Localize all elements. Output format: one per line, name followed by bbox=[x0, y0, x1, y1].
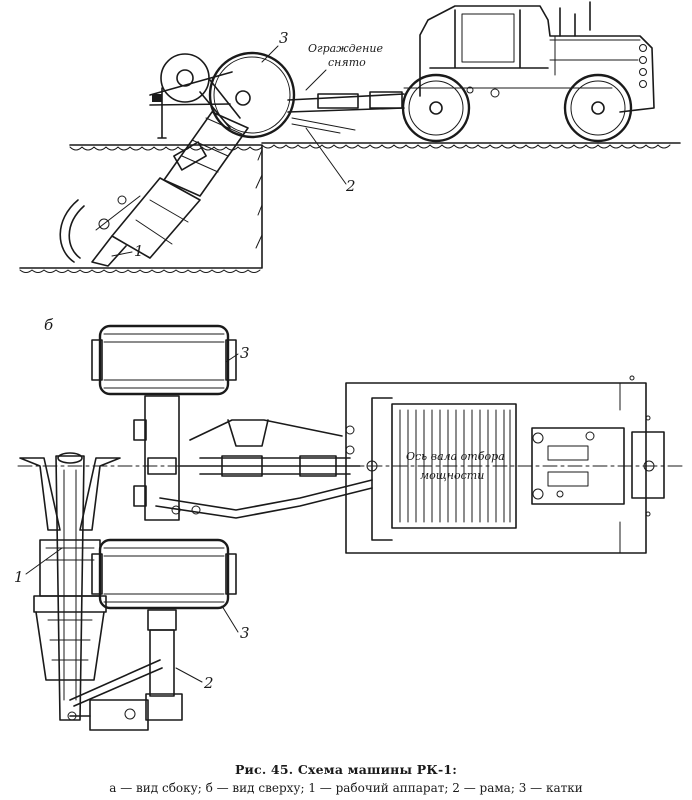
figure-caption-title: Рис. 45. Схема машины РК-1: bbox=[234, 762, 458, 777]
pto-axis-line2: мощности bbox=[420, 469, 484, 482]
side-label-3: 3 bbox=[279, 29, 289, 47]
tractor-top bbox=[345, 375, 665, 554]
ground-surface bbox=[19, 142, 681, 273]
leader-guard-note bbox=[305, 69, 327, 91]
leader-1-side bbox=[111, 251, 133, 257]
roller-lower-top bbox=[91, 538, 237, 610]
leader-1-top bbox=[25, 547, 63, 575]
side-view: 3 2 1 Ограждение снято bbox=[19, 1, 681, 273]
leader-3-lower bbox=[221, 605, 239, 633]
leader-2-side bbox=[305, 127, 347, 185]
guard-note-line2: снято bbox=[328, 56, 366, 69]
leader-3-side bbox=[261, 45, 279, 63]
leader-3-upper bbox=[225, 353, 239, 363]
roller-side bbox=[208, 51, 296, 139]
roller-axle-top bbox=[133, 395, 180, 521]
figure-caption-legend: а — вид сбоку; б — вид сверху; 1 — рабоч… bbox=[109, 781, 583, 795]
top-view-letter: б bbox=[44, 316, 54, 334]
top-label-1: 1 bbox=[14, 568, 24, 586]
frame-arm-top bbox=[67, 609, 183, 731]
side-label-2: 2 bbox=[345, 177, 356, 195]
frame-side bbox=[287, 91, 405, 134]
top-view: б Ось вала отбора мощности bbox=[14, 316, 683, 731]
working-apparatus-top bbox=[19, 452, 121, 721]
top-label-2: 2 bbox=[203, 674, 214, 692]
top-label-3-lower: 3 bbox=[240, 624, 250, 642]
working-apparatus-side bbox=[59, 111, 249, 267]
hitch-linkage bbox=[149, 53, 241, 139]
top-label-3-upper: 3 bbox=[240, 344, 250, 362]
roller-upper-top bbox=[91, 324, 237, 396]
frame-top bbox=[155, 419, 378, 519]
guard-note-line1: Ограждение bbox=[308, 42, 383, 55]
tractor-side bbox=[401, 1, 655, 143]
leader-2-top bbox=[175, 667, 203, 683]
side-label-1: 1 bbox=[134, 242, 144, 260]
pto-axis-line1: Ось вала отбора bbox=[406, 450, 505, 463]
